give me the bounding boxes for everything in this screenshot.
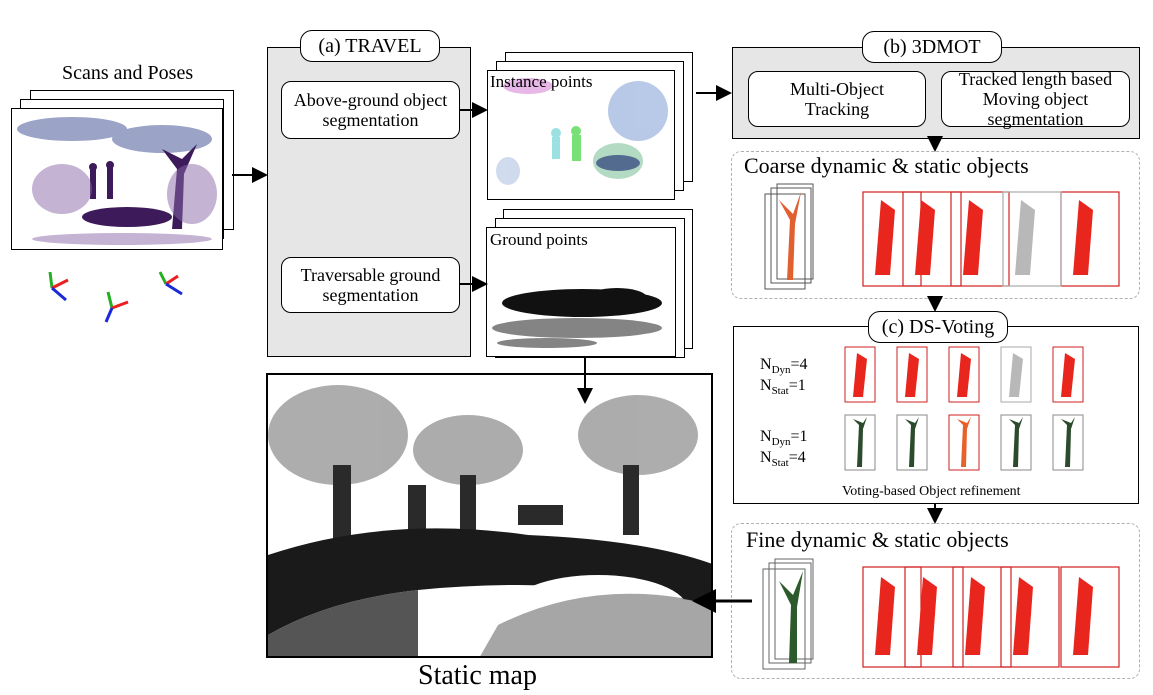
travel-title: (a) TRAVEL <box>300 30 440 62</box>
row1-stat-n: N <box>760 377 772 394</box>
instance-pointcloud <box>496 78 668 185</box>
scan-frame-front <box>11 108 223 250</box>
ground-segmentation-box: Traversable ground segmentation <box>281 257 460 313</box>
ground-points-label: Ground points <box>490 230 588 249</box>
scan-pointcloud <box>17 117 217 245</box>
moving-object-segmentation-box: Tracked length based Moving object segme… <box>941 69 1130 129</box>
row2-dyn-count: NDyn=1 <box>760 428 808 448</box>
fine-title: Fine dynamic & static objects <box>746 527 1009 552</box>
row2-stat-count: NStat=4 <box>760 449 806 469</box>
row1-stat-count: NStat=1 <box>760 377 806 397</box>
row2-stat-val: =4 <box>788 449 806 466</box>
static-map-caption: Static map <box>418 660 537 691</box>
scans-title: Scans and Poses <box>62 62 194 84</box>
row1-dyn-val: =4 <box>790 356 808 373</box>
voting-title: (c) DS-Voting <box>868 311 1008 343</box>
ground-pointcloud <box>492 288 662 348</box>
static-map-pointcloud <box>268 385 711 656</box>
coarse-title: Coarse dynamic & static objects <box>744 153 1029 178</box>
fine-objects <box>762 558 1120 670</box>
row1-stat-sub: Stat <box>771 385 789 397</box>
voting-caption: Voting-based Object refinement <box>842 484 1021 499</box>
pose-axes-icon <box>48 271 183 323</box>
static-map-frame <box>266 373 713 658</box>
row2-dyn-val: =1 <box>790 428 808 445</box>
row2-stat-n: N <box>760 449 772 466</box>
instance-points-label: Instance points <box>490 72 593 91</box>
row1-dyn-sub: Dyn <box>771 364 791 376</box>
row1-dyn-count: NDyn=4 <box>760 356 808 376</box>
instance-frame-front <box>487 70 675 200</box>
voting-objects <box>844 346 1084 471</box>
coarse-objects <box>764 183 1120 290</box>
multi-object-tracking-box: Multi-Object Tracking <box>748 71 926 127</box>
row2-dyn-sub: Dyn <box>771 436 791 448</box>
above-ground-segmentation-box: Above-ground object segmentation <box>281 81 460 139</box>
row1-stat-val: =1 <box>788 377 806 394</box>
tracking-title: (b) 3DMOT <box>862 31 1002 63</box>
ground-frame-front <box>486 227 676 357</box>
row1-dyn-n: N <box>760 356 772 373</box>
row2-dyn-n: N <box>760 428 772 445</box>
row2-stat-sub: Stat <box>771 457 789 469</box>
